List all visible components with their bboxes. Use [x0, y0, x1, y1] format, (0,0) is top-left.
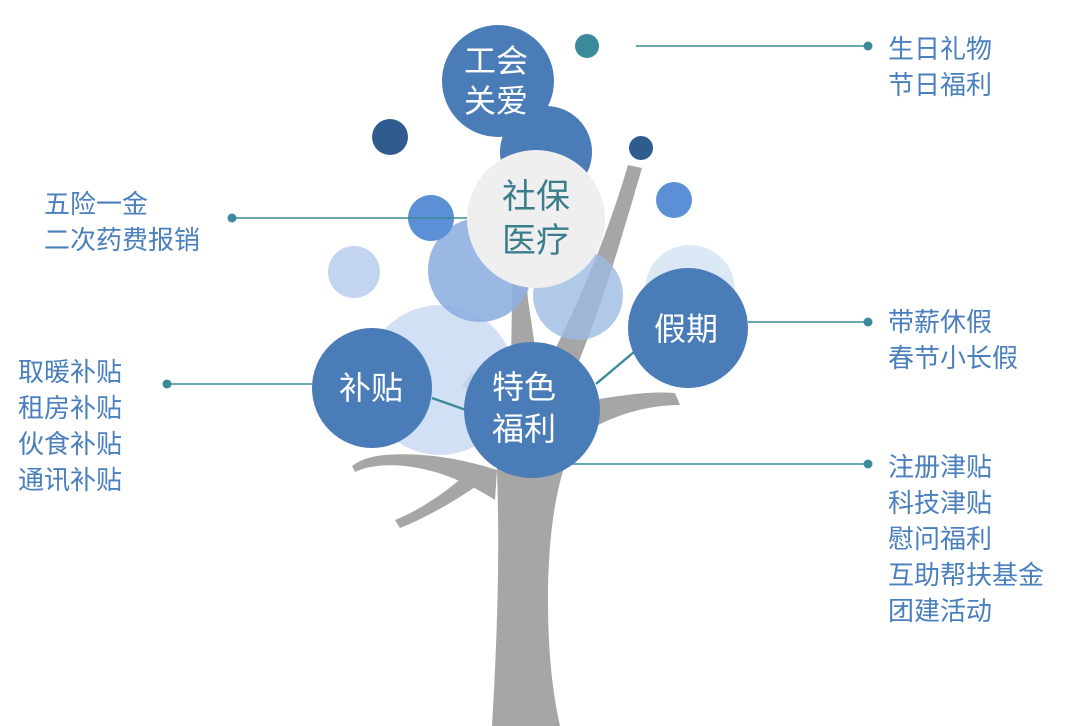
connector-line: [431, 396, 467, 412]
benefit-item: 租房补贴: [18, 394, 122, 424]
connector-dot: [227, 213, 237, 223]
connector-line: [595, 351, 635, 385]
connector-dot: [863, 459, 873, 469]
details-holiday: 带薪休假 春节小长假: [888, 308, 1018, 374]
node-social-medical: 社保 医疗: [467, 150, 605, 288]
node-special: 特色 福利: [464, 342, 600, 478]
foliage-circle: [656, 182, 692, 218]
tree-branch-lower-left: [395, 470, 485, 528]
node-label: 社保: [502, 177, 570, 217]
tree-branch-left: [352, 454, 497, 500]
node-circle: [464, 342, 600, 478]
foliage-circle: [372, 119, 408, 155]
node-subsidy: 补贴: [312, 328, 432, 448]
foliage-circle: [629, 136, 653, 160]
benefit-item: 团建活动: [888, 597, 992, 627]
details-union-care: 生日礼物 节日福利: [888, 35, 992, 101]
benefit-item: 二次药费报销: [44, 226, 200, 256]
benefit-item: 生日礼物: [888, 35, 992, 65]
node-label: 假期: [654, 310, 718, 348]
connector-dot: [863, 41, 873, 51]
details-subsidy: 取暖补贴 租房补贴 伙食补贴 通讯补贴: [18, 358, 122, 496]
node-circle: [312, 328, 432, 448]
benefit-item: 科技津贴: [888, 489, 992, 519]
node-label: 补贴: [339, 369, 403, 407]
benefit-item: 节日福利: [888, 71, 992, 101]
benefit-item: 取暖补贴: [18, 358, 122, 388]
node-circle: [628, 268, 748, 388]
node-circle: [467, 150, 605, 288]
connector-dots: [162, 41, 873, 469]
node-circle: [442, 25, 554, 137]
benefit-item: 春节小长假: [888, 344, 1018, 374]
connectors: [167, 45, 868, 465]
benefit-item: 伙食补贴: [18, 430, 122, 460]
details-social-medical: 五险一金 二次药费报销: [44, 190, 200, 256]
node-label: 福利: [492, 410, 556, 448]
node-label: 特色: [492, 368, 556, 406]
node-union-care: 工会 关爱: [442, 25, 554, 137]
foliage-circle: [328, 246, 380, 298]
benefit-item: 通讯补贴: [18, 466, 122, 496]
benefit-item: 慰问福利: [888, 525, 992, 555]
connector-dot: [863, 317, 873, 327]
connector-dot: [162, 379, 172, 389]
benefit-item: 互助帮扶基金: [888, 561, 1044, 591]
node-label: 医疗: [502, 221, 570, 261]
benefit-item: 五险一金: [44, 190, 148, 220]
node-holiday: 假期: [628, 268, 748, 388]
benefit-item: 带薪休假: [888, 308, 992, 338]
details-special: 注册津贴 科技津贴 慰问福利 互助帮扶基金 团建活动: [888, 453, 1044, 627]
node-label: 关爱: [464, 82, 528, 120]
foliage-circle: [575, 34, 599, 58]
benefit-item: 注册津贴: [888, 453, 992, 483]
node-label: 工会: [464, 42, 528, 80]
